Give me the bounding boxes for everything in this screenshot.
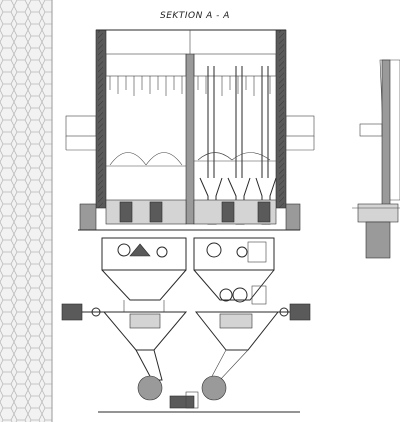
partial-side-view: [352, 59, 400, 259]
furnace-section-icon: [65, 29, 315, 231]
section-title: SEKTION A - A: [160, 11, 230, 21]
gear-box-icon: [185, 285, 267, 409]
hopper-icon: [98, 237, 300, 413]
wallpaper-edge: [0, 0, 53, 422]
drive-motor-icon: [61, 303, 311, 321]
